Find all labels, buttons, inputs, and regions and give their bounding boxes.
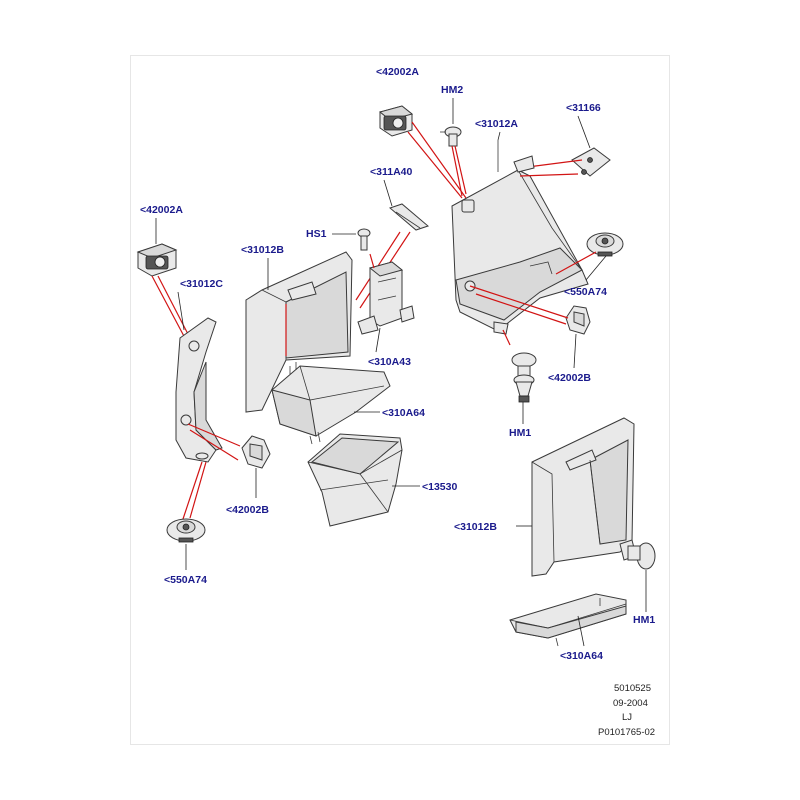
pillar-31012c [175, 317, 223, 463]
label-310a43: <310A43 [368, 356, 411, 368]
label-42002a-top: <42002A [376, 66, 419, 78]
label-31012b-right: <31012B [454, 521, 497, 533]
footer-ref: P0101765-02 [598, 727, 656, 738]
label-550a74-left: <550A74 [164, 574, 207, 586]
label-hm2: HM2 [441, 84, 464, 96]
tray-310a64-right [509, 593, 627, 647]
footer-code: 5010525 [614, 683, 651, 694]
label-310a64-right: <310A64 [560, 650, 603, 662]
bracket-310a43 [357, 261, 415, 335]
label-31166: <31166 [566, 102, 601, 114]
label-311a40: <311A40 [370, 166, 413, 178]
clip-42002b-left [241, 435, 271, 469]
bin-13530 [307, 433, 403, 527]
screw-hs1 [357, 228, 371, 251]
label-31012a: <31012A [475, 118, 518, 130]
clip-31166 [571, 147, 611, 177]
grommet-550a74-left [166, 518, 206, 543]
label-hs1: HS1 [306, 228, 327, 240]
clip-42002a-left [136, 243, 178, 277]
diagram-sheet [130, 55, 670, 745]
panel-31012b-right [531, 417, 635, 577]
tray-310a64-mid [271, 362, 391, 445]
pin-hm1-right [619, 539, 656, 570]
label-310a64-mid: <310A64 [382, 407, 425, 419]
label-13530: <13530 [422, 481, 458, 493]
footer-date: 09-2004 [613, 698, 648, 709]
label-hm1-right: HM1 [633, 614, 656, 626]
plate-311a40 [388, 203, 430, 231]
clip-42002b-right [565, 305, 591, 335]
leader-lines [155, 98, 647, 647]
label-42002a-left: <42002A [140, 204, 183, 216]
grommet-550a74-right [586, 232, 624, 257]
label-31012c: <31012C [180, 278, 223, 290]
panel-31012a [451, 140, 589, 335]
label-hm1-mid: HM1 [509, 427, 532, 439]
clip-42002a-top [378, 105, 414, 137]
label-42002b-left: <42002B [226, 504, 269, 516]
label-42002b-right: <42002B [548, 372, 591, 384]
panel-31012b-mid [245, 251, 353, 413]
label-550a74-right: <550A74 [564, 286, 607, 298]
footer-initials: LJ [622, 712, 633, 723]
pin-hm1-mid [511, 352, 537, 403]
screw-hm2 [440, 126, 462, 147]
label-31012b-mid: <31012B [241, 244, 284, 256]
